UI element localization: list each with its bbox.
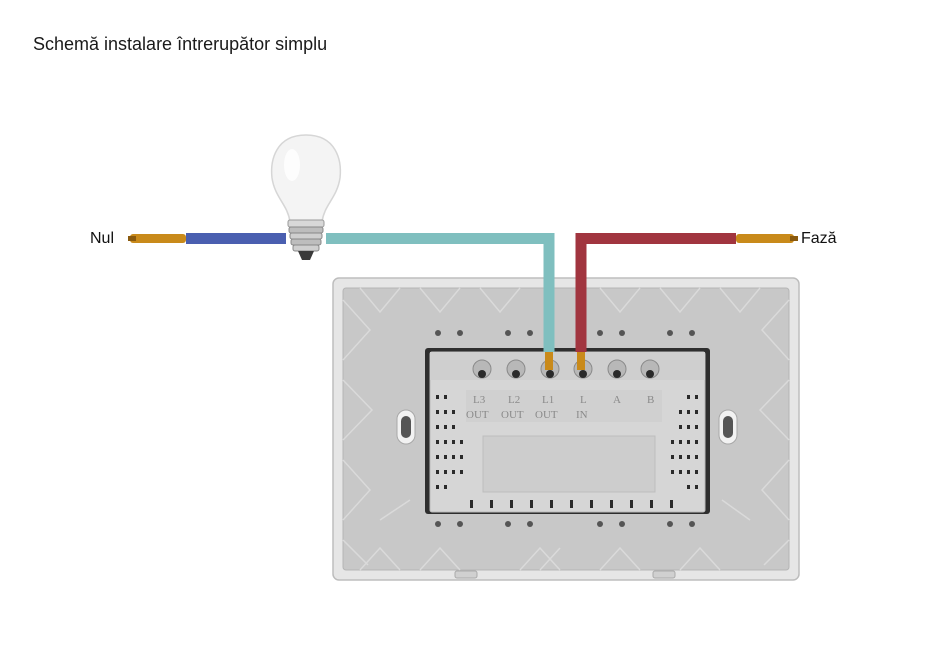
terminal-label-l1: L1 bbox=[542, 394, 554, 406]
light-bulb-icon bbox=[270, 134, 342, 260]
terminal-label-l2: L2 bbox=[508, 394, 520, 406]
terminal-label-l3: L3 bbox=[473, 394, 486, 406]
vent-slots bbox=[436, 395, 698, 508]
terminal-label-out-l2: OUT bbox=[501, 409, 524, 421]
phase-label: Fază bbox=[801, 230, 837, 247]
terminal-label-out-l1: OUT bbox=[535, 409, 558, 421]
terminal-label-a: A bbox=[613, 394, 621, 406]
terminal-label-in: IN bbox=[576, 409, 588, 421]
neutral-wire bbox=[128, 233, 286, 244]
terminal-label-l: L bbox=[580, 394, 587, 406]
phase-wire bbox=[575, 233, 798, 370]
terminal-label-b: B bbox=[647, 394, 654, 406]
switch-module: L3 L2 L1 L A B OUT OUT OUT IN bbox=[425, 348, 710, 514]
terminal-label-out-l3: OUT bbox=[466, 409, 489, 421]
neutral-label: Nul bbox=[90, 230, 115, 247]
load-wire bbox=[326, 233, 555, 370]
diagram-title: Schemă instalare întrerupător simplu bbox=[33, 34, 328, 54]
